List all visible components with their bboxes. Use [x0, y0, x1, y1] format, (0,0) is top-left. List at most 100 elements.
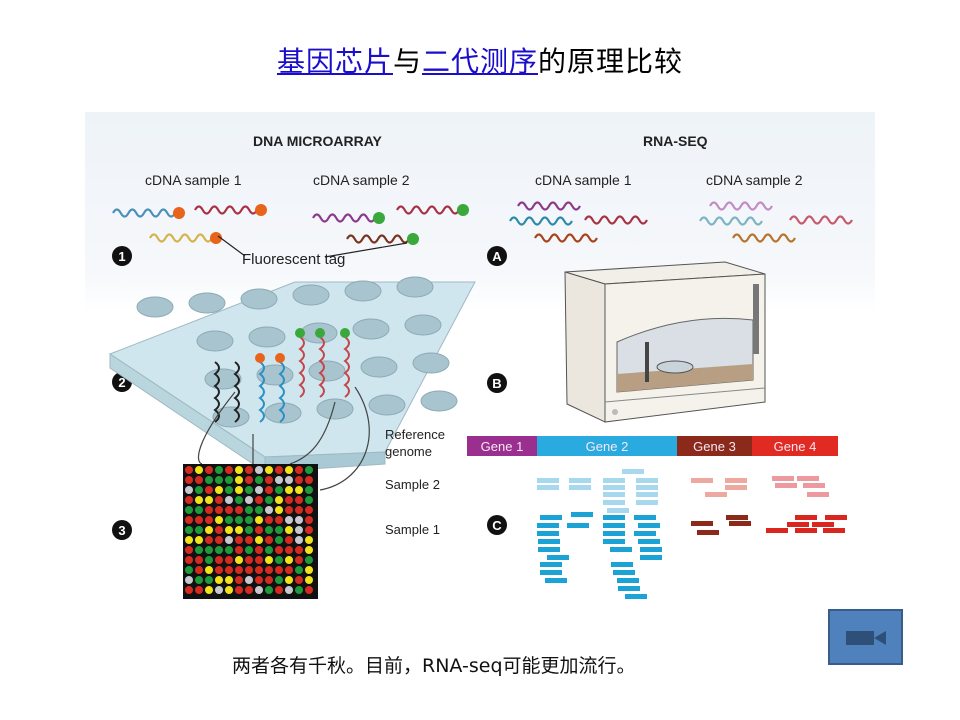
grid-spot — [205, 566, 213, 574]
grid-spot — [195, 556, 203, 564]
grid-spot — [285, 586, 293, 594]
gene-segment — [752, 436, 838, 456]
grid-spot — [275, 586, 283, 594]
grid-spot — [305, 536, 313, 544]
grid-spot — [255, 496, 263, 504]
grid-spot — [295, 486, 303, 494]
grid-spot — [225, 576, 233, 584]
fluorescent-tag-dot — [210, 232, 222, 244]
title-link-ngs[interactable]: 二代测序 — [422, 45, 539, 78]
grid-spot — [285, 486, 293, 494]
read-block — [617, 578, 639, 583]
grid-spot — [225, 476, 233, 484]
grid-spot — [285, 526, 293, 534]
read-block — [540, 515, 562, 520]
grid-spot — [185, 516, 193, 524]
grid-spot — [195, 526, 203, 534]
slide-well — [136, 296, 174, 318]
read-block — [640, 547, 662, 552]
read-block — [611, 562, 633, 567]
grid-spot — [305, 586, 313, 594]
grid-spot — [215, 516, 223, 524]
grid-spot — [245, 526, 253, 534]
grid-spot — [235, 466, 243, 474]
gene-segment — [467, 436, 537, 456]
read-block — [622, 469, 644, 474]
grid-spot — [195, 576, 203, 584]
cdna-strand — [396, 205, 460, 215]
step-3-marker: 3 — [112, 520, 132, 540]
grid-spot — [255, 526, 263, 534]
rnaseq-heading: RNA-SEQ — [643, 133, 708, 149]
video-action-button[interactable] — [828, 609, 903, 665]
grid-spot — [295, 576, 303, 584]
title-link-microarray[interactable]: 基因芯片 — [276, 45, 393, 78]
fluorescent-tag-dot — [373, 212, 385, 224]
grid-spot — [285, 546, 293, 554]
grid-spot — [235, 506, 243, 514]
grid-spot — [265, 506, 273, 514]
grid-spot — [215, 506, 223, 514]
read-block — [603, 539, 625, 544]
grid-spot — [215, 586, 223, 594]
slide-well — [352, 318, 390, 340]
cdna-strand — [194, 205, 258, 215]
fluorescent-tag-dot — [407, 233, 419, 245]
grid-spot — [185, 526, 193, 534]
grid-spot — [205, 586, 213, 594]
grid-spot — [215, 476, 223, 484]
grid-spot — [205, 556, 213, 564]
probe-strand — [278, 361, 285, 423]
read-block — [729, 521, 751, 526]
read-block — [766, 528, 788, 533]
fluorescent-tag-dot — [173, 207, 185, 219]
grid-spot — [275, 556, 283, 564]
probe-strand — [318, 336, 325, 398]
rnaseq-cdna-strands — [509, 201, 853, 243]
read-block — [540, 570, 562, 575]
cdna-strand — [699, 216, 763, 226]
svg-text:B: B — [492, 376, 501, 391]
grid-spot — [235, 516, 243, 524]
cdna-strand — [312, 213, 376, 223]
grid-spot — [205, 516, 213, 524]
read-block — [638, 539, 660, 544]
grid-spot — [185, 476, 193, 484]
read-block — [636, 492, 658, 497]
read-block — [775, 483, 797, 488]
sample2-row-label: Sample 2 — [385, 477, 440, 492]
rs-sample1-label: cDNA sample 1 — [535, 172, 632, 188]
grid-spot — [185, 466, 193, 474]
grid-spot — [225, 536, 233, 544]
read-block — [618, 586, 640, 591]
grid-spot — [245, 586, 253, 594]
read-block — [726, 515, 748, 520]
grid-spot — [225, 566, 233, 574]
grid-spot — [195, 536, 203, 544]
read-block — [625, 594, 647, 599]
gene-segment — [537, 436, 677, 456]
grid-spot — [265, 576, 273, 584]
grid-spot — [195, 546, 203, 554]
tag-leader-line-1 — [217, 235, 246, 257]
read-block — [636, 485, 658, 490]
cdna-strand — [709, 201, 773, 211]
grid-spot — [275, 476, 283, 484]
grid-spot — [305, 526, 313, 534]
read-block — [610, 547, 632, 552]
read-block — [540, 562, 562, 567]
gene-label: Gene 4 — [774, 439, 817, 454]
grid-spot — [225, 556, 233, 564]
grid-spot — [245, 536, 253, 544]
grid-spot — [275, 566, 283, 574]
slide-caption: 两者各有千秋。目前，RNA-seq可能更加流行。 — [232, 655, 636, 677]
read-block — [823, 528, 845, 533]
grid-spot — [195, 506, 203, 514]
read-block — [537, 478, 559, 483]
cdna-strand — [517, 201, 581, 211]
slide-well — [404, 314, 442, 336]
title-rest: 的原理比较 — [538, 45, 684, 78]
hybridized-strands — [213, 328, 350, 423]
read-block — [537, 485, 559, 490]
